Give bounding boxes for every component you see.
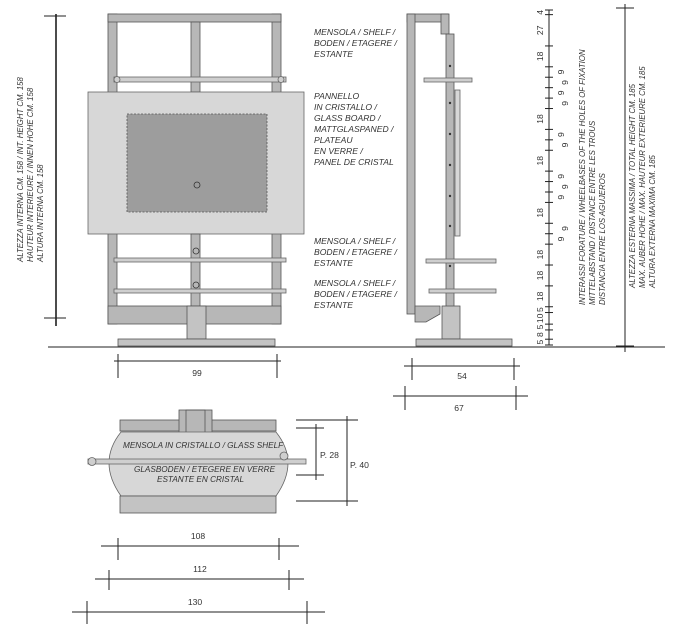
hole-spacing-label: 9	[560, 184, 570, 189]
hole-spacing-label: 9	[560, 101, 570, 106]
front-shelf-mid	[113, 257, 287, 263]
svg-text:MENSOLA / SHELF /: MENSOLA / SHELF /	[314, 27, 397, 37]
hole-spacing-label: 9	[556, 132, 566, 137]
total-height-text-2: MAX. AUBER HOHE / MAX. HAUTEUR EXTERIEUR…	[638, 66, 647, 288]
side-base-plate	[415, 338, 513, 347]
front-base-plate	[117, 338, 276, 347]
hole-spacing-label: 18	[535, 114, 545, 124]
front-width-value: 99	[192, 368, 202, 378]
hole-spacing-label: 27	[535, 25, 545, 35]
side-glass-panel	[454, 89, 461, 237]
svg-text:GLASS BOARD /: GLASS BOARD /	[314, 113, 382, 123]
shelf-label-top: MENSOLA / SHELF / BODEN / ETAGERE / ESTA…	[314, 27, 399, 59]
svg-text:EN VERRE /: EN VERRE /	[314, 146, 364, 156]
svg-text:ESTANTE: ESTANTE	[314, 258, 353, 268]
hole-spacing-label: 18	[535, 291, 545, 301]
top-base-plate	[119, 495, 277, 514]
top-shelf-bar	[87, 458, 307, 465]
svg-text:IN CRISTALLO /: IN CRISTALLO /	[314, 102, 378, 112]
hole-spacing-label: 9	[560, 226, 570, 231]
glass-shelf-label-1: MENSOLA IN CRISTALLO / GLASS SHELF	[123, 441, 284, 450]
front-view: ALTEZZA INTERNA CM. 158 / INT. HEIGHT CM…	[16, 13, 665, 378]
svg-text:PANEL DE CRISTAL: PANEL DE CRISTAL	[314, 157, 394, 167]
top-width-value-130: 130	[188, 597, 203, 607]
top-width-value-108: 108	[191, 531, 206, 541]
front-shelf-top	[113, 76, 287, 83]
total-height-dim: ALTEZZA ESTERNA MASSIMA / TOTAL HEIGHT C…	[616, 4, 657, 352]
hole-spacing-label: 9	[560, 80, 570, 85]
front-top-rail	[107, 13, 282, 23]
svg-text:PANNELLO: PANNELLO	[314, 91, 360, 101]
hole-spacing-label: 18	[535, 156, 545, 166]
side-depth-value-54: 54	[457, 371, 467, 381]
svg-text:ESTANTE: ESTANTE	[314, 49, 353, 59]
total-height-text-3: ALTURA EXTERNA MAXIMA CM. 185	[648, 154, 657, 289]
svg-text:BODEN / ETAGERE /: BODEN / ETAGERE /	[314, 289, 399, 299]
hole-spacing-label: 9	[556, 236, 566, 241]
hole-spacing-label: 9	[556, 90, 566, 95]
side-view: 54 67	[393, 13, 528, 413]
hole-spacing-label: 9	[560, 142, 570, 147]
hole-spacing-label: 18	[535, 250, 545, 260]
front-height-text-2: HAUTEUR INTERIEURE / INNEN HOHE CM. 158	[26, 87, 35, 262]
holes-text-1: INTERASSI FORATURE / WHEELBASES OF THE H…	[578, 49, 587, 305]
hole-spacing-label: 18	[535, 270, 545, 280]
total-height-text-1: ALTEZZA ESTERNA MASSIMA / TOTAL HEIGHT C…	[628, 83, 637, 289]
front-height-text-1: ALTEZZA INTERNA CM. 158 / INT. HEIGHT CM…	[16, 76, 25, 263]
side-depth-value-67: 67	[454, 403, 464, 413]
svg-text:BODEN / ETAGERE /: BODEN / ETAGERE /	[314, 38, 399, 48]
svg-text:ESTANTE: ESTANTE	[314, 300, 353, 310]
top-depth-value-40: P. 40	[350, 460, 369, 470]
svg-text:MATTGLASPANED /: MATTGLASPANED /	[314, 124, 395, 134]
front-shelf-low	[113, 288, 287, 294]
glass-shelf-label-2: GLASBODEN / ETEGERE EN VERRE	[134, 465, 276, 474]
shelf-label-low: MENSOLA / SHELF / BODEN / ETAGERE / ESTA…	[314, 278, 399, 310]
top-view: MENSOLA IN CRISTALLO / GLASS SHELF GLASB…	[72, 409, 369, 624]
top-width-value-112: 112	[193, 564, 207, 574]
hole-spacing-label: 5	[535, 307, 545, 312]
holes-text-2: MITTELABSTAND / DISTANCE ENTRE LES TROUS	[588, 120, 597, 305]
top-depth-value-28: P. 28	[320, 450, 339, 460]
side-pedestal	[441, 305, 461, 340]
hole-spacing-label: 18	[535, 208, 545, 218]
svg-text:MENSOLA / SHELF /: MENSOLA / SHELF /	[314, 278, 397, 288]
glass-shelf-label-3: ESTANTE EN CRISTAL	[157, 475, 244, 484]
hole-spacing-label: 18	[535, 51, 545, 61]
front-center-post-bottom	[190, 233, 201, 307]
side-back-upright	[406, 13, 416, 315]
hole-spacing-label: 10	[535, 313, 545, 323]
front-tv-screen	[126, 113, 268, 213]
side-shelf-top	[423, 77, 473, 83]
panel-label: PANNELLO IN CRISTALLO / GLASS BOARD / MA…	[314, 91, 395, 167]
side-shelf-low	[428, 288, 497, 294]
hole-spacing-label: 9	[556, 195, 566, 200]
svg-text:PLATEAU: PLATEAU	[314, 135, 353, 145]
hole-spacing-label: 9	[556, 69, 566, 74]
front-pedestal	[186, 305, 207, 340]
hole-spacing-label: 5	[535, 339, 545, 344]
hole-spacing-label: 8	[535, 332, 545, 337]
holes-text-3: DISTANCIA ENTRE LOS AGUJEROS	[598, 172, 607, 305]
hole-spacing-label: 4	[535, 10, 545, 15]
hole-spacing-label: 9	[556, 174, 566, 179]
shelf-label-mid: MENSOLA / SHELF / BODEN / ETAGERE / ESTA…	[314, 236, 399, 268]
front-height-text-3: ALTURA INTERNA CM. 158	[36, 164, 45, 263]
svg-text:MENSOLA / SHELF /: MENSOLA / SHELF /	[314, 236, 397, 246]
svg-text:BODEN / ETAGERE /: BODEN / ETAGERE /	[314, 247, 399, 257]
side-shelf-mid	[425, 258, 497, 264]
hole-spacing-label: 5	[535, 324, 545, 329]
